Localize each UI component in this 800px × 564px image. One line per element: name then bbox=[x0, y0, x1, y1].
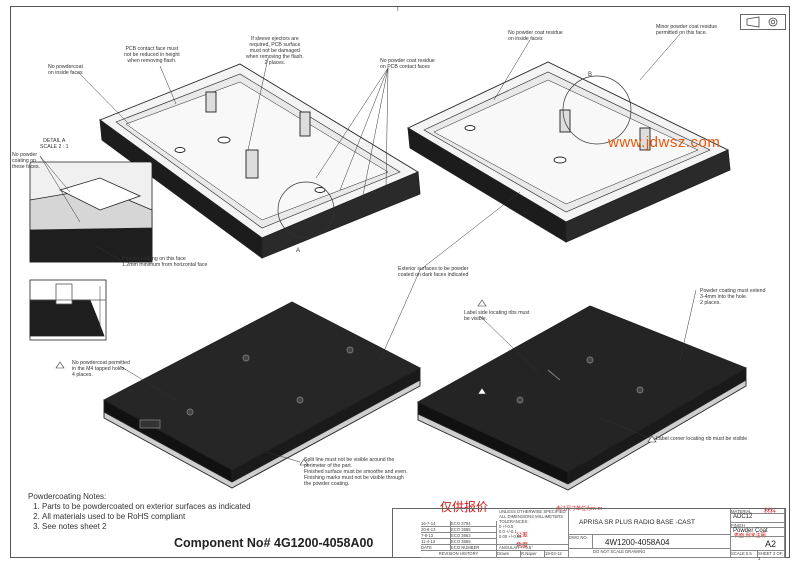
powdercoating-note-item: Parts to be powdercoated on exterior sur… bbox=[42, 502, 251, 512]
red-price-only: 仅供报价 bbox=[440, 500, 489, 514]
dwg-number: 4W1200-4058A04 bbox=[593, 535, 731, 549]
enclosure-view-top-right bbox=[407, 61, 731, 243]
section-detail-view bbox=[29, 279, 107, 341]
drawing-title: APRISA SR PLUS RADIO BASE -CAST bbox=[569, 509, 731, 535]
zone-letter-top: T bbox=[396, 7, 400, 13]
enclosure-view-top-left bbox=[99, 63, 421, 259]
scale-value: SCALE 0.5 bbox=[731, 551, 758, 558]
revision-date-header: DATE bbox=[421, 545, 451, 551]
dwg-no-label: DWG NO. bbox=[569, 535, 593, 549]
dims-mm: ALL DIMENSIONS MILLIMETERS bbox=[499, 514, 564, 519]
sheet-number: SHEET 3 OF 3 bbox=[758, 551, 785, 561]
note-label-side-ribs: Label side locating ribs must be visible… bbox=[464, 310, 530, 322]
note-no-powdercoat-m4: No powdercoat permitted in the M4 tapped… bbox=[72, 360, 130, 378]
enclosure-view-bottom-left bbox=[103, 301, 421, 489]
revision-row: ECO 3794 bbox=[451, 521, 497, 527]
red-angle: 角度 bbox=[516, 542, 529, 549]
revision-row: ECO 3665 bbox=[451, 539, 497, 545]
powdercoating-notes-heading: Powdercoating Notes: bbox=[28, 492, 107, 501]
detail-a-view bbox=[29, 161, 153, 263]
revision-history-label: REVISION HISTORY bbox=[421, 551, 497, 558]
note-minor-residue: Minor powder coat residue permitted on t… bbox=[656, 24, 718, 36]
revision-row: ECO 3663 bbox=[451, 533, 497, 539]
revision-row: 20-8-13 bbox=[421, 527, 451, 533]
finish-label: FINISH bbox=[731, 523, 785, 528]
note-split-line: Split line must not be visible around th… bbox=[304, 457, 408, 487]
title-block: 16-7-14 ECO 3794 20-8-13 ECO 3665 7-8-13… bbox=[392, 508, 786, 561]
unless-otherwise: UNLESS OTHERWISE SPECIFIED: bbox=[499, 509, 567, 514]
projection-symbol bbox=[740, 14, 786, 30]
revision-row: 7-8-13 bbox=[421, 533, 451, 539]
red-tolerance: 公差 bbox=[516, 532, 529, 539]
revision-row: ECO 3665 bbox=[451, 527, 497, 533]
note-no-residue-inside: No powder coat residue on inside faces bbox=[508, 30, 563, 42]
material-value: ADC12 bbox=[731, 514, 785, 523]
powdercoating-notes: Powdercoating Notes: Parts to be powderc… bbox=[28, 492, 251, 532]
angular-tolerance: ANGULAR +/-0.5° bbox=[497, 545, 569, 551]
material-label: MATERIAL bbox=[731, 509, 785, 514]
enclosure-view-bottom-right bbox=[417, 305, 748, 491]
red-material: 材料 bbox=[764, 508, 777, 515]
leader-lines bbox=[39, 33, 697, 463]
scale-note: DO NOT SCALE DRAWING bbox=[569, 549, 731, 558]
note-pcb-contact-face: PCB contact face must not be reduced in … bbox=[124, 46, 180, 64]
note-no-residue-pcb: No powder coat residue on PCB contact fa… bbox=[380, 58, 435, 70]
note-powder-coating-face: Powder coating on this face 1.2mm minimu… bbox=[122, 256, 208, 268]
sheet-size: A2 bbox=[731, 537, 785, 551]
note-sleeve-ejectors: If sleeve ejectors are required, PCB sur… bbox=[246, 36, 304, 66]
tolerance-value: 0 +/-0.5 bbox=[499, 524, 514, 529]
watermark-text: www.jdwsz.com bbox=[608, 134, 721, 151]
red-unit-note: 未注尺寸单位为m m bbox=[556, 506, 603, 512]
drawn-date: 19-03-12 bbox=[545, 551, 569, 558]
tolerance-value: 0.00 +/-0.05 bbox=[499, 534, 522, 539]
finish-value: Powder Coat bbox=[731, 528, 785, 537]
tolerance-value: 0.0 +/-0.1 bbox=[499, 529, 517, 534]
revision-row: 11-4-13 bbox=[421, 539, 451, 545]
revision-eco-header: ECO NUMBER bbox=[451, 545, 497, 551]
note-detail-a: DETAIL A SCALE 2 : 1 bbox=[40, 138, 69, 150]
label-b: B bbox=[588, 72, 593, 78]
label-a: A bbox=[296, 248, 301, 254]
note-label-corner-rib: Label corner locating rib must be visibl… bbox=[656, 436, 748, 442]
warning-triangles bbox=[55, 299, 657, 466]
note-no-powder-faces: No powder coating on these faces. bbox=[12, 152, 40, 170]
note-exterior-surfaces: Exterior surfaces to be powder coated on… bbox=[398, 266, 469, 278]
revision-row: 16-7-14 bbox=[421, 521, 451, 527]
powdercoating-note-item: See notes sheet 2 bbox=[42, 522, 251, 532]
component-number: Component No# 4G1200-4058A00 bbox=[174, 536, 374, 550]
powdercoating-note-item: All materials used to be RoHS compliant bbox=[42, 512, 251, 522]
tolerance-block: UNLESS OTHERWISE SPECIFIED: ALL DIMENSIO… bbox=[497, 509, 569, 545]
drawn-label: Drawn bbox=[497, 551, 521, 558]
tolerances-label: TOLERANCES: bbox=[499, 519, 529, 524]
drawn-by: R.Naper bbox=[521, 551, 545, 558]
note-powder-extend: Powder coating must extend 3-4mm into th… bbox=[700, 288, 766, 306]
note-no-powdercoat-inside-1: No powdercoat on inside faces bbox=[48, 64, 83, 76]
